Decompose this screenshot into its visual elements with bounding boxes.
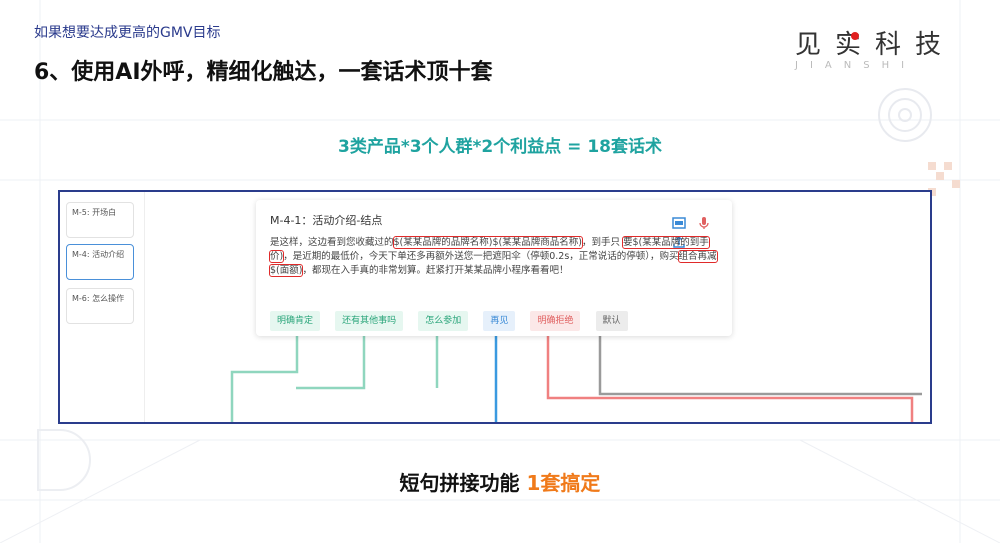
microphone-icon[interactable] [697,216,711,230]
variable-highlight: $(某某品牌的品牌名称)$(某某品牌商品名称) [392,236,583,249]
image-icon[interactable] [672,216,686,230]
logo-red-dot [851,32,859,40]
bottom-caption-highlight: 1套搞定 [526,471,601,495]
logo-text: 见实科技 [795,30,956,60]
intent-tags: 明确肯定 还有其他事吗 怎么参加 再见 明确拒绝 默认 [270,308,638,331]
intent-tag-default[interactable]: 默认 [595,311,628,331]
logo-subtext: JIANSHI [795,60,917,71]
intent-tag-reject[interactable]: 明确拒绝 [530,311,581,331]
intent-tag-other[interactable]: 还有其他事吗 [335,311,404,331]
header-subtitle: 如果想要达成更高的GMV目标 [34,25,221,41]
sidebar-item-label: M-4: 活动介绍 [72,250,125,259]
intent-tag-confirm[interactable]: 明确肯定 [270,311,321,331]
sidebar-divider [144,192,145,422]
script-text-segment: ，到手只 [581,237,620,248]
sidebar-item-label: M-5: 开场白 [72,208,117,217]
page-title: 6、使用AI外呼，精细化触达，一套话术顶十套 [34,60,493,85]
upload-icon[interactable] [672,235,686,249]
brand-logo: 见实科技 JIANSHI [795,24,965,74]
script-text-segment: ，是近期的最低价，今天下单还多再额外送您一把遮阳伞（停顿0.2s，正常说话的停顿… [283,251,679,262]
intent-tag-bye[interactable]: 再见 [483,311,516,331]
sidebar-item-activity[interactable]: M-4: 活动介绍 [66,244,134,280]
script-text-segment: 是这样，这边看到您收藏过的 [270,237,394,248]
sidebar-item-howto[interactable]: M-6: 怎么操作 [66,288,134,324]
variable-highlight: 要$(某某品牌的到手价) [269,236,710,263]
script-card[interactable]: M-4-1：活动介绍-结点 是这样，这边看到您收藏过的$(某某品牌的品牌名称)$… [256,200,732,336]
screenshot-frame: M-5: 开场白 M-4: 活动介绍 M-6: 怎么操作 M-4-1：活动介绍-… [58,190,932,424]
card-title: M-4-1：活动介绍-结点 [270,214,383,227]
bottom-caption-text: 短句拼接功能 [399,471,520,495]
sidebar-item-opening[interactable]: M-5: 开场白 [66,202,134,238]
card-script-text: 是这样，这边看到您收藏过的$(某某品牌的品牌名称)$(某某品牌商品名称)，到手只… [269,236,724,278]
sidebar-item-label: M-6: 怎么操作 [72,294,125,303]
variable-highlight: 组合再减$(面额) [269,250,718,277]
script-text-segment: ，都现在入手真的非常划算。赶紧打开某某品牌小程序看看吧！ [302,265,569,276]
flow-connector-lines [230,329,922,422]
intent-tag-join[interactable]: 怎么参加 [418,311,469,331]
formula-text: 3类产品*3个人群*2个利益点 = 18套话术 [337,137,662,157]
bottom-caption: 短句拼接功能 1套搞定 [0,467,1000,496]
